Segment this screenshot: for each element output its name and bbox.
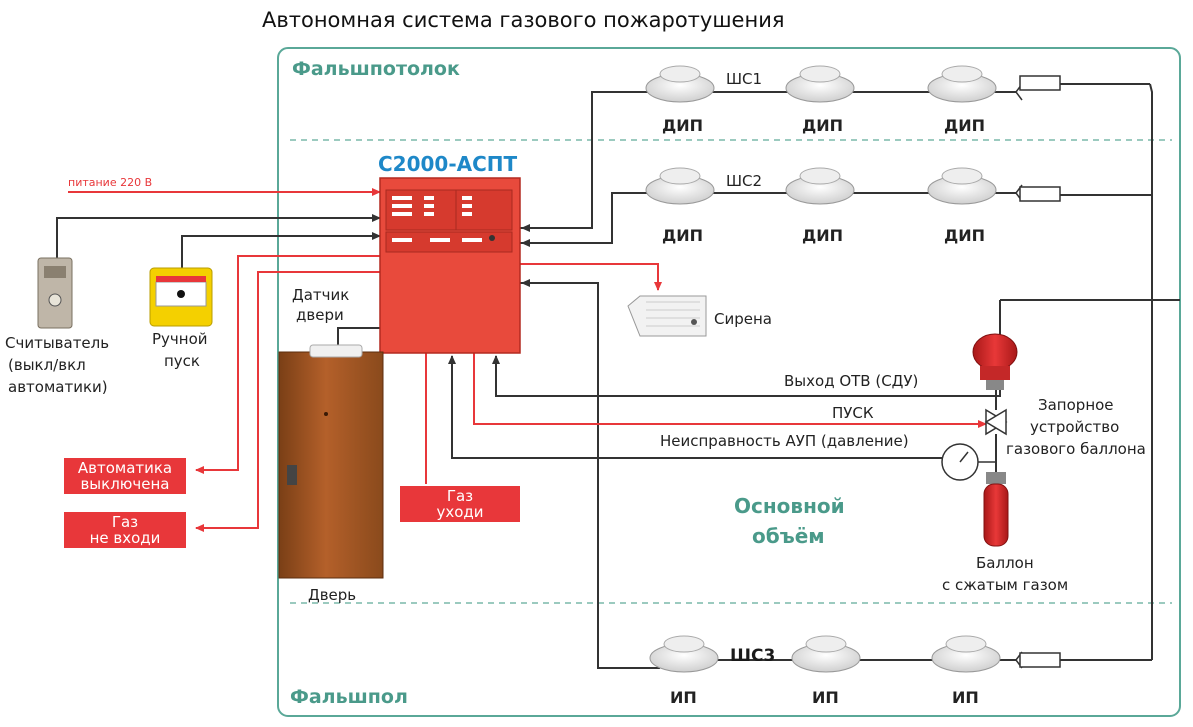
gas-cylinder — [983, 472, 1009, 547]
dip-label-1-1: ДИП — [662, 116, 704, 135]
door-sensor-wire — [337, 327, 380, 345]
dip-label-2-3: ДИП — [944, 226, 986, 245]
door-sensor-label-line1: Датчик — [292, 286, 350, 304]
detector-dip-1-2 — [785, 65, 855, 103]
detector-dip-2-1 — [645, 167, 715, 205]
detector-ip-3-2 — [791, 635, 861, 673]
reader-label-line2: (выкл/вкл — [8, 356, 86, 374]
door-sensor-label-line2: двери — [296, 306, 344, 324]
zone-main-volume-line2: объём — [752, 524, 825, 548]
ip-label-3-3: ИП — [952, 688, 979, 707]
room-outline — [277, 47, 1181, 717]
signal-fault-label: Неисправность АУП (давление) — [660, 432, 909, 450]
loop-shs1-label: ШС1 — [726, 70, 763, 88]
board-gas-leave-line2: уходи — [436, 503, 484, 521]
zone-main-volume-line1: Основной — [734, 494, 845, 518]
manual-label-line1: Ручной — [152, 330, 208, 348]
manual-label-line2: пуск — [164, 352, 200, 370]
manual-wire — [181, 232, 381, 268]
control-panel — [379, 177, 521, 354]
board-gas-no-enter-line1: Газ — [111, 513, 139, 531]
zone-floor-label: Фальшпол — [290, 686, 408, 708]
reader-label-line3: автоматики) — [8, 378, 108, 396]
board-gas-no-enter-line2: не входи — [89, 529, 161, 547]
pusk-wire — [473, 352, 987, 428]
signal-pusk-label: ПУСК — [832, 404, 874, 422]
dip-label-2-1: ДИП — [662, 226, 704, 245]
dip-label-1-3: ДИП — [944, 116, 986, 135]
board-gas-leave-line1: Газ — [446, 487, 474, 505]
board-auto-off-line1: Автоматика — [77, 459, 173, 477]
reader-wire — [56, 214, 381, 258]
valve-device — [984, 390, 1008, 476]
detector-dip-1-1 — [645, 65, 715, 103]
fault-wire — [448, 355, 944, 459]
page-title: Автономная система газового пожаротушени… — [262, 8, 785, 32]
gas-no-enter-wire — [195, 271, 382, 532]
zone-ceiling-label: Фальшпотолок — [292, 58, 460, 80]
detector-dip-2-2 — [785, 167, 855, 205]
door-label: Дверь — [308, 586, 357, 604]
ip-label-3-2: ИП — [812, 688, 839, 707]
valve-label-line1: Запорное — [1038, 396, 1114, 414]
valve-label-line3: газового баллона — [1006, 440, 1146, 458]
reader-device — [37, 257, 73, 329]
reader-label-line1: Считыватель — [5, 334, 110, 352]
cylinder-label-line2: с сжатым газом — [942, 576, 1069, 594]
detector-ip-3-3 — [931, 635, 1001, 673]
cylinder-label-line1: Баллон — [976, 554, 1034, 572]
nozzle-device — [972, 333, 1018, 390]
loop-shs2-label: ШС2 — [726, 172, 763, 190]
detector-dip-2-3 — [927, 167, 997, 205]
valve-label-line2: устройство — [1030, 418, 1120, 436]
ip-label-3-1: ИП — [670, 688, 697, 707]
manual-start-device — [149, 267, 213, 327]
dip-label-2-2: ДИП — [802, 226, 844, 245]
signal-otv-label: Выход ОТВ (СДУ) — [784, 372, 919, 390]
eol-resistors — [1015, 75, 1061, 669]
detector-ip-3-1 — [649, 635, 719, 673]
siren-label: Сирена — [714, 310, 772, 328]
loop-shs3-label: ШС3 — [730, 646, 776, 666]
door-graphic — [278, 344, 384, 579]
detector-dip-1-3 — [927, 65, 997, 103]
auto-off-wire — [195, 255, 382, 474]
siren-wire — [520, 263, 662, 291]
pressure-gauge — [941, 443, 996, 481]
siren-device — [627, 295, 707, 337]
power-label: питание 220 В — [68, 176, 153, 189]
dip-label-1-2: ДИП — [802, 116, 844, 135]
panel-name: С2000-АСПТ — [378, 152, 518, 176]
board-auto-off-line2: выключена — [80, 475, 170, 493]
